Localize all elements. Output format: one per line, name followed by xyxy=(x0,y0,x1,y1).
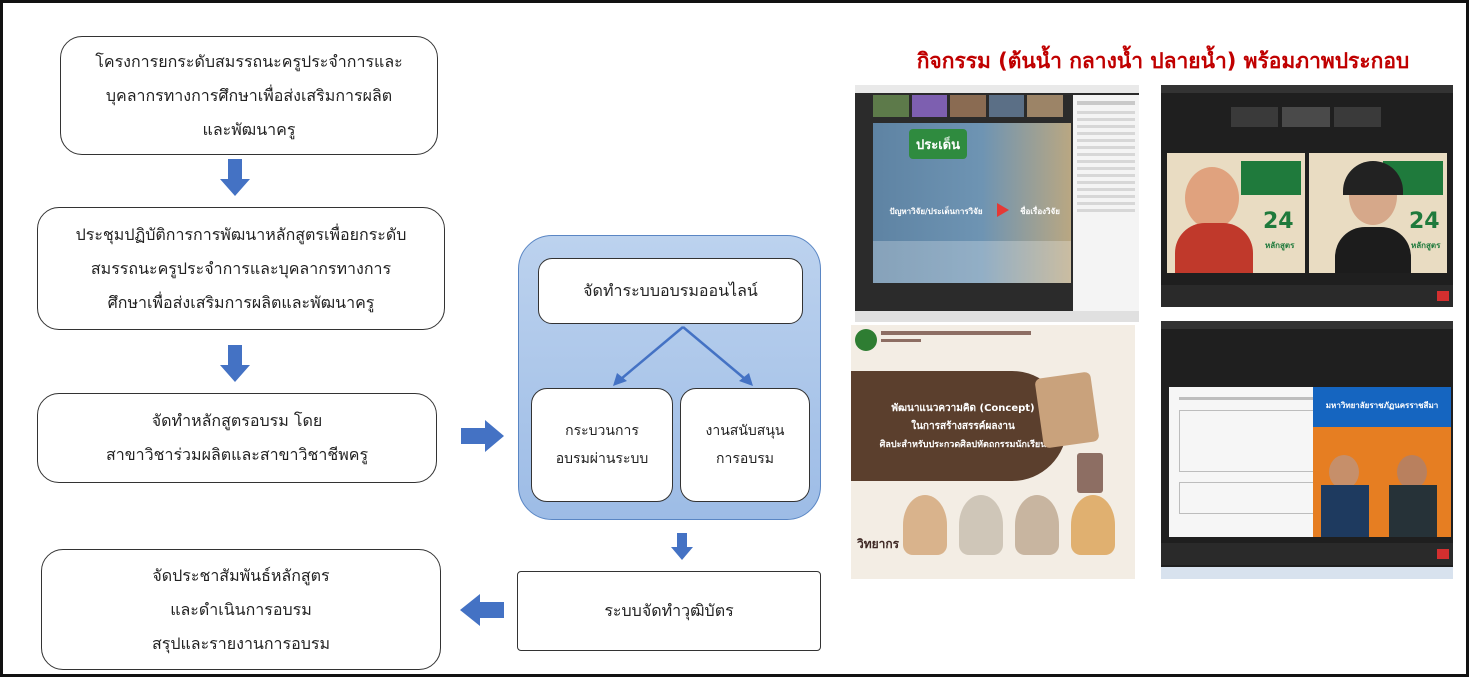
top-thumbnails xyxy=(1231,107,1381,127)
down-arrow-3 xyxy=(671,533,693,560)
certificate-box: ระบบจัดทำวุฒิบัตร xyxy=(517,571,821,651)
workshop-box: ประชุมปฏิบัติการการพัฒนาหลักสูตรเพื่อยกร… xyxy=(37,207,445,330)
workshop-line-2: สมรรถนะครูประจำการและบุคลากรทางการ xyxy=(90,258,392,278)
university-banner: มหาวิทยาลัยราชภัฏนครราชสีมา xyxy=(1313,387,1451,427)
branch-arrows xyxy=(613,326,753,386)
photos-heading: กิจกรรม (ต้นน้ำ กลางน้ำ ปลายน้ำ) พร้อมภา… xyxy=(916,49,1410,73)
poster-title-3: ศิลปะสำหรับประกวดศิลปหัตถกรรมนักเรียน xyxy=(879,440,1047,450)
online-system-box: จัดทำระบบอบรมออนไลน์ xyxy=(538,258,803,324)
publicity-box: จัดประชาสัมพันธ์หลักสูตร และดำเนินการอบร… xyxy=(41,549,441,670)
course-caption-right: หลักสูตร xyxy=(1411,241,1441,250)
workshop-line-3: ศึกษาเพื่อส่งเสริมการผลิตและพัฒนาครู xyxy=(107,292,375,312)
participant-thumbnails xyxy=(873,95,1063,117)
slide-arrow-icon xyxy=(997,203,1009,217)
down-arrow-1 xyxy=(220,159,250,196)
screenshot-art-poster: พัฒนาแนวความคิด (Concept) ในการสร้างสรรค… xyxy=(851,325,1135,579)
poster-title-band: พัฒนาแนวความคิด (Concept) ในการสร้างสรรค… xyxy=(851,371,1067,481)
project-line-1: โครงการยกระดับสมรรถนะครูประจำการและ xyxy=(95,51,403,71)
certificate-label: ระบบจัดทำวุฒิบัตร xyxy=(604,601,734,620)
speaker-photos xyxy=(903,495,1123,571)
screenshot-university: มหาวิทยาลัยราชภัฏนครราชสีมา xyxy=(1161,321,1453,579)
document-view xyxy=(1169,387,1329,537)
presenter-left: 24 หลักสูตร xyxy=(1167,153,1305,273)
poster-logo xyxy=(855,329,877,351)
slide-left-text: ปัญหาวิจัย/ประเด็นการวิจัย xyxy=(889,207,983,216)
project-box: โครงการยกระดับสมรรถนะครูประจำการและ บุคล… xyxy=(60,36,438,155)
publicity-line-3: สรุปและรายงานการอบรม xyxy=(151,633,331,653)
left-arrow xyxy=(460,594,504,626)
support-line-1: งานสนับสนุน xyxy=(705,423,785,439)
research-slide: ประเด็น ปัญหาวิจัย/ประเด็นการวิจัย ชื่อเ… xyxy=(873,123,1071,283)
online-system-title: จัดทำระบบอบรมออนไลน์ xyxy=(583,281,758,300)
slide-right-text: ชื่อเรื่องวิจัย xyxy=(1020,207,1060,216)
workshop-line-1: ประชุมปฏิบัติการการพัฒนาหลักสูตรเพื่อยกร… xyxy=(75,224,407,244)
training-process-line-1: กระบวนการ xyxy=(565,423,639,439)
support-line-2: การอบรม xyxy=(716,451,774,467)
presenter-right: 24 หลักสูตร xyxy=(1309,153,1447,273)
poster-title-1: พัฒนาแนวความคิด (Concept) xyxy=(891,403,1035,414)
support-box: งานสนับสนุน การอบรม xyxy=(680,388,810,502)
screenshot-zoom-research: ประเด็น ปัญหาวิจัย/ประเด็นการวิจัย ชื่อเ… xyxy=(855,85,1139,322)
easel-art xyxy=(1034,371,1100,449)
screenshot-zoom-presenters: 24 หลักสูตร 24 หลักสูตร xyxy=(1161,85,1453,307)
project-line-3: และพัฒนาครู xyxy=(202,119,296,139)
participants-panel xyxy=(1073,95,1139,315)
speakers-label: วิทยากร xyxy=(857,537,900,551)
curriculum-box: จัดทำหลักสูตรอบรม โดย สาขาวิชาร่วมผลิตแล… xyxy=(37,393,437,483)
university-name: มหาวิทยาลัยราชภัฏนครราชสีมา xyxy=(1325,401,1439,410)
curriculum-line-1: จัดทำหลักสูตรอบรม โดย xyxy=(151,411,323,430)
project-line-2: บุคลากรทางการศึกษาเพื่อส่งเสริมการผลิต xyxy=(105,85,393,105)
presenters-photo xyxy=(1313,427,1451,537)
publicity-line-1: จัดประชาสัมพันธ์หลักสูตร xyxy=(152,565,330,585)
training-process-line-2: อบรมผ่านระบบ xyxy=(555,451,649,467)
publicity-line-2: และดำเนินการอบรม xyxy=(170,599,312,619)
curriculum-line-2: สาขาวิชาร่วมผลิตและสาขาวิชาชีพครู xyxy=(105,445,369,464)
slide-heading-badge: ประเด็น xyxy=(909,129,967,159)
poster-title-2: ในการสร้างสรรค์ผลงาน xyxy=(911,421,1015,432)
training-process-box: กระบวนการ อบรมผ่านระบบ xyxy=(531,388,673,502)
right-arrow xyxy=(461,420,504,452)
down-arrow-2 xyxy=(220,345,250,382)
course-count-right: 24 xyxy=(1409,209,1440,234)
course-caption-left: หลักสูตร xyxy=(1265,241,1295,250)
course-count-left: 24 xyxy=(1263,209,1294,234)
